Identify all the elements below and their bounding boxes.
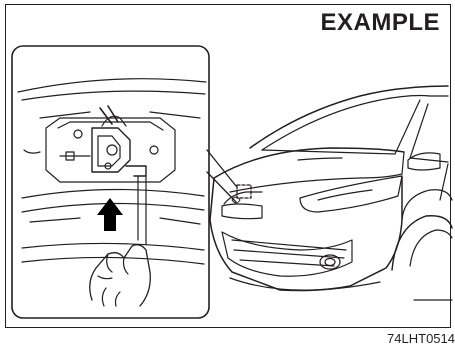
- figure-code: 74LHT0514: [387, 331, 455, 346]
- detail-inset: [12, 46, 209, 318]
- car-outline: [210, 86, 452, 300]
